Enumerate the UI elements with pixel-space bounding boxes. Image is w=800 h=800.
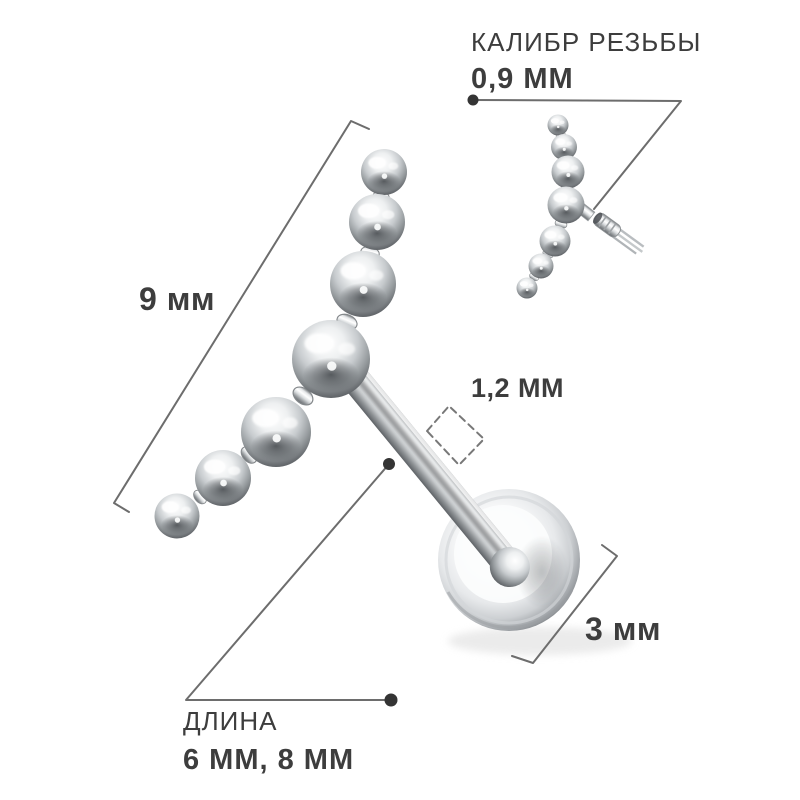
post-dome-tip (489, 547, 530, 588)
threaded-pin (592, 212, 645, 255)
labret-post (311, 329, 530, 588)
post-thickness-annotation: 1,2 ММ (471, 373, 565, 404)
thread-gauge-label: КАЛИБР РЕЗЬБЫ (471, 27, 702, 57)
post-length-anchor-dot (383, 458, 395, 470)
post-length-annotation: ДЛИНА 6 ММ, 8 ММ (183, 706, 355, 777)
beaded-bar-top-small (517, 115, 585, 299)
thread-gauge-leader-dot (467, 94, 479, 106)
thread-gauge-value: 0,9 ММ (471, 62, 574, 95)
bar-length-bracket (113, 120, 370, 513)
post-length-end-dot (384, 693, 398, 707)
post-thickness-value: 1,2 ММ (471, 373, 565, 403)
post-thickness-dashed-marker (426, 405, 485, 466)
thread-gauge-annotation: КАЛИБР РЕЗЬБЫ 0,9 ММ (471, 27, 702, 96)
post-length-value: 6 ММ, 8 ММ (183, 743, 355, 776)
annotation-lines (113, 94, 682, 707)
beaded-bar-top (155, 149, 408, 539)
disc-shadow (448, 627, 632, 655)
labret-stud-photo (155, 149, 632, 655)
bar-length-annotation: 9 мм (139, 281, 216, 317)
disc-diameter-value: 3 мм (585, 611, 662, 647)
post-length-label: ДЛИНА (183, 706, 278, 736)
threaded-top-detail-photo (517, 115, 645, 299)
post-length-leader-line (185, 463, 390, 701)
disc-diameter-bracket (511, 544, 618, 664)
disc-diameter-annotation: 3 мм (585, 611, 662, 647)
thread-gauge-leader-line (472, 99, 682, 210)
bar-length-value: 9 мм (139, 281, 216, 317)
